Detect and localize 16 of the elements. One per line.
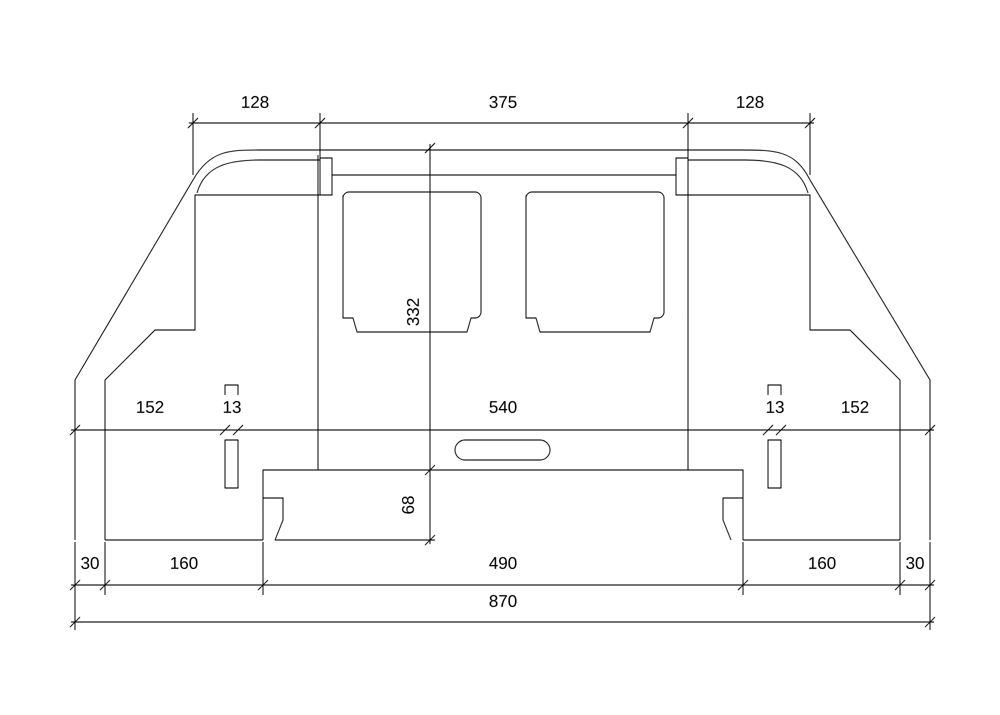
dimension-label: 375 <box>489 96 516 108</box>
dimension-label: 152 <box>842 400 868 414</box>
dimension-label: 490 <box>489 556 517 570</box>
dimension-label: 128 <box>242 96 268 108</box>
dimension-label: 30 <box>81 556 99 570</box>
dimension-label: 540 <box>490 400 517 414</box>
dimension-label: 332 <box>407 298 420 326</box>
dimension-label: 870 <box>490 595 517 608</box>
dimension-label: 160 <box>809 556 836 570</box>
dimension-label: 160 <box>171 556 198 570</box>
dimension-label: 13 <box>766 400 784 414</box>
dimension-label: 30 <box>906 556 924 570</box>
dimension-label: 152 <box>137 400 164 414</box>
dimension-label: 128 <box>737 96 764 108</box>
dimension-label: 13 <box>224 400 241 414</box>
dimension-label: 68 <box>402 496 414 514</box>
